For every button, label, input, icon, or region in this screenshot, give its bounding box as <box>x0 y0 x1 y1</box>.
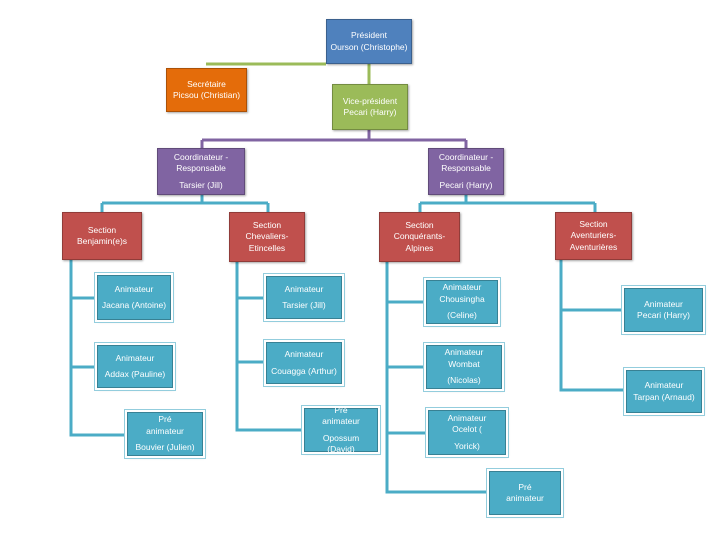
animator-ocelot-name: Ocelot ( <box>452 424 482 435</box>
animator-couagga-name: Couagga (Arthur) <box>271 365 337 376</box>
pre-animator-conquerants-line1: Pré <box>518 481 532 492</box>
section-chevaliers-box: Section Chevaliers- Etincelles <box>229 212 305 262</box>
animator-tarsier-role: Animateur <box>284 283 324 294</box>
section-conquerants-line1: Section <box>405 219 434 230</box>
animator-ocelot-box: Animateur Ocelot ( Yorick) <box>428 410 506 455</box>
animator-pecari-box: Animateur Pecari (Harry) <box>624 288 703 332</box>
pre-animator-bouvier-name: Bouvier (Julien) <box>135 442 195 453</box>
pre-animator-bouvier-line1: Pré <box>158 414 172 425</box>
pre-animator-bouvier-box: Pré animateur Bouvier (Julien) <box>127 412 203 456</box>
vice-president-role: Vice-président <box>342 95 398 106</box>
section-chevaliers-line1: Section <box>252 219 282 230</box>
pre-animator-opossum-name: Opossum (David) <box>322 432 360 454</box>
vice-president-name: Pecari (Harry) <box>343 107 397 117</box>
pre-animator-opossum-line2: animateur <box>322 416 360 427</box>
animator-jacana-role: Animateur <box>114 283 154 294</box>
president-name: Ourson (Christophe) <box>330 41 408 52</box>
secretary-role: Secrétaire <box>187 78 226 89</box>
animator-wombat-box: Animateur Wombat (Nicolas) <box>426 345 502 389</box>
animator-chousingha-name: Chousingha <box>439 293 485 304</box>
animator-tarsier-name: Tarsier (Jill) <box>282 300 326 310</box>
pre-animator-bouvier-line2: animateur <box>146 425 184 436</box>
animator-jacana-name: Jacana (Antoine) <box>101 300 167 310</box>
animator-jacana-box: Animateur Jacana (Antoine) <box>97 275 171 320</box>
animator-tarsier-box: Animateur Tarsier (Jill) <box>266 276 342 319</box>
link-benjamins-trunk <box>69 260 127 437</box>
coordinator-links <box>100 195 597 212</box>
section-aventuriers-line1: Section <box>579 218 608 229</box>
animator-couagga-box: Animateur Couagga (Arthur) <box>266 342 342 384</box>
section-benjamins-box: Section Benjamin(e)s <box>62 212 142 260</box>
section-benjamins-line2: Benjamin(e)s <box>76 236 128 246</box>
pre-animator-conquerants-box: Pré animateur <box>489 471 561 515</box>
pre-animator-conquerants-line2: animateur <box>506 493 544 503</box>
coordinator-left-role-2: Responsable <box>176 163 226 174</box>
president-links <box>206 62 371 84</box>
secretary-name: Picsou (Christian) <box>172 90 241 100</box>
section-aventuriers-line2: Aventuriers- <box>570 230 617 241</box>
coordinator-right-box: Coordinateur - Responsable Pecari (Harry… <box>428 148 504 195</box>
secretary-box: Secrétaire Picsou (Christian) <box>166 68 247 112</box>
animator-addax-role: Animateur <box>115 352 155 363</box>
coordinator-left-role-1: Coordinateur - <box>173 151 229 162</box>
section-benjamins-line1: Section <box>87 224 117 235</box>
animator-ocelot-role: Animateur <box>447 412 487 423</box>
coordinator-left-name: Tarsier (Jill) <box>179 179 223 190</box>
pre-animator-opossum-line1: Pré <box>334 404 348 415</box>
animator-addax-box: Animateur Addax (Pauline) <box>97 345 173 388</box>
animator-chousingha-box: Animateur Chousingha (Celine) <box>426 280 498 324</box>
animator-wombat-person: (Nicolas) <box>447 375 481 386</box>
coordinator-right-role-2: Responsable <box>441 163 491 174</box>
animator-pecari-role: Animateur <box>644 298 683 309</box>
animator-wombat-name: Wombat <box>448 358 480 369</box>
coordinator-right-name: Pecari (Harry) <box>439 179 493 190</box>
pre-animator-opossum-box: Pré animateur Opossum (David) <box>304 404 378 454</box>
president-role: Président <box>351 30 387 41</box>
animator-chousingha-person: (Celine) <box>447 310 477 321</box>
animator-pecari-name: Pecari (Harry) <box>637 310 690 320</box>
link-chevaliers-trunk <box>235 262 304 432</box>
animator-tarpan-box: Animateur Tarpan (Arnaud) <box>626 370 702 413</box>
section-aventuriers-line3: Aventurières <box>569 241 618 252</box>
section-conquerants-line2: Conquérants- <box>393 231 446 242</box>
section-aventuriers-box: Section Aventuriers- Aventurières <box>555 212 632 260</box>
coordinator-left-box: Coordinateur - Responsable Tarsier (Jill… <box>157 148 245 195</box>
animator-tarpan-role: Animateur <box>644 380 684 391</box>
president-box: Président Ourson (Christophe) <box>326 19 412 64</box>
animator-addax-name: Addax (Pauline) <box>104 369 166 379</box>
animator-chousingha-role: Animateur <box>442 282 482 293</box>
vice-president-links <box>200 130 468 148</box>
link-aventuriers-trunk <box>559 260 626 392</box>
section-links <box>69 260 626 494</box>
section-chevaliers-line3: Etincelles <box>248 242 286 253</box>
coordinator-right-role-1: Coordinateur - <box>438 151 494 162</box>
section-conquerants-box: Section Conquérants- Alpines <box>379 212 460 262</box>
animator-wombat-role: Animateur <box>444 347 484 358</box>
animator-ocelot-person: Yorick) <box>454 440 480 451</box>
animator-tarpan-name: Tarpan (Arnaud) <box>633 391 695 402</box>
section-conquerants-line3: Alpines <box>405 242 434 253</box>
section-chevaliers-line2: Chevaliers- <box>245 231 289 242</box>
animator-couagga-role: Animateur <box>284 349 324 360</box>
link-conquerants-trunk <box>385 262 489 494</box>
vice-president-box: Vice-président Pecari (Harry) <box>332 84 408 130</box>
